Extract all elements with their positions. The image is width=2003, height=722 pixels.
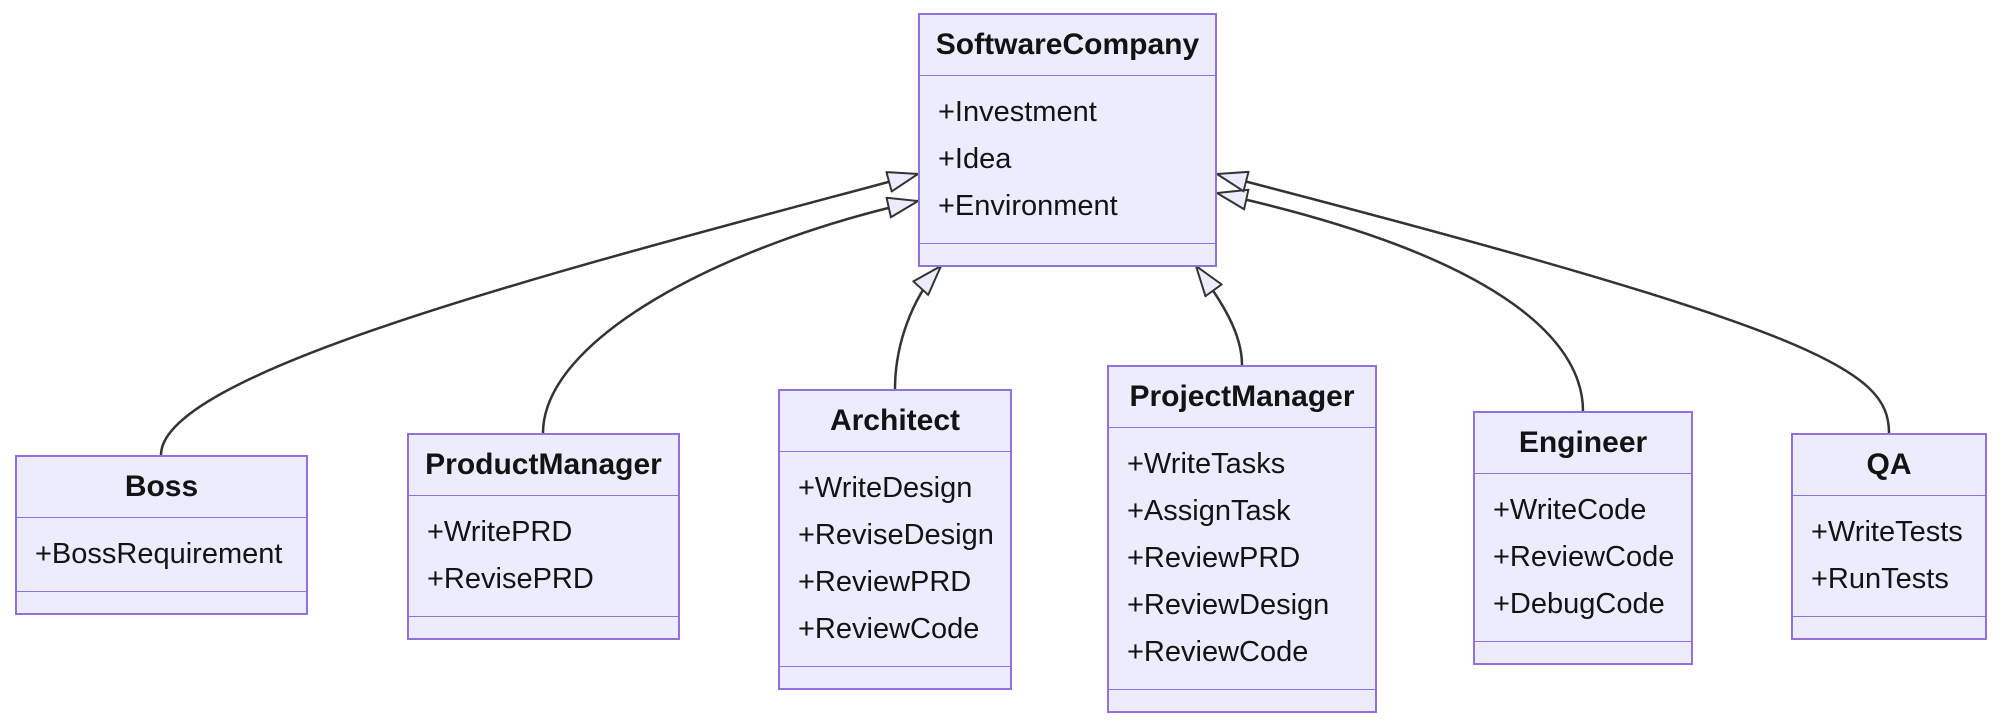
class-title-boss: Boss xyxy=(124,470,199,503)
edge-productmanager-inherits-softwarecompany xyxy=(541,201,918,434)
class-attr: +RevisePRD xyxy=(427,563,594,595)
class-attr: +ReviewCode xyxy=(1127,636,1309,668)
edge-engineer-inherits-softwarecompany xyxy=(1217,193,1585,412)
class-attr: +WriteCode xyxy=(1493,494,1647,526)
class-attr: +AssignTask xyxy=(1127,495,1291,527)
edge-boss-inherits-softwarecompany xyxy=(159,174,918,456)
class-methods-engineer xyxy=(1475,642,1691,663)
edge-projectmanager-inherits-softwarecompany xyxy=(1196,266,1244,366)
class-attr: +ReviewPRD xyxy=(798,566,972,598)
class-attr: +ReviewCode xyxy=(1493,541,1675,573)
class-attr: +Environment xyxy=(938,190,1118,222)
class-attr: +BossRequirement xyxy=(35,538,283,570)
class-attrs-engineer: +WriteCode +ReviewCode +DebugCode xyxy=(1475,473,1691,642)
class-title-softwarecompany: SoftwareCompany xyxy=(935,28,1200,61)
class-attrs-qa: +WriteTests +RunTests xyxy=(1793,495,1985,617)
class-node-projectmanager: ProjectManager +WriteTasks +AssignTask +… xyxy=(1107,365,1377,713)
class-node-architect: Architect +WriteDesign +ReviseDesign +Re… xyxy=(778,389,1012,690)
class-attr: +ReviewCode xyxy=(798,613,980,645)
class-methods-boss xyxy=(17,592,306,613)
class-node-boss: Boss +BossRequirement xyxy=(15,455,308,615)
class-attr: +RunTests xyxy=(1811,563,1949,595)
class-node-softwarecompany: SoftwareCompany +Investment +Idea +Envir… xyxy=(918,13,1217,267)
class-attr: +ReviseDesign xyxy=(798,519,994,551)
class-attr: +DebugCode xyxy=(1493,588,1665,620)
class-node-engineer: Engineer +WriteCode +ReviewCode +DebugCo… xyxy=(1473,411,1693,665)
class-attr: +WriteTests xyxy=(1811,516,1963,548)
edge-architect-inherits-softwarecompany xyxy=(893,266,941,390)
class-attrs-softwarecompany: +Investment +Idea +Environment xyxy=(920,75,1215,244)
class-title-engineer: Engineer xyxy=(1518,426,1648,459)
class-node-qa: QA +WriteTests +RunTests xyxy=(1791,433,1987,640)
class-attr: +WriteDesign xyxy=(798,472,973,504)
class-attr: +ReviewDesign xyxy=(1127,589,1330,621)
class-attr: +WriteTasks xyxy=(1127,448,1286,480)
class-methods-qa xyxy=(1793,617,1985,638)
class-attrs-architect: +WriteDesign +ReviseDesign +ReviewPRD +R… xyxy=(780,451,1010,667)
class-attrs-projectmanager: +WriteTasks +AssignTask +ReviewPRD +Revi… xyxy=(1109,427,1375,690)
class-attr: +Idea xyxy=(938,143,1012,175)
class-methods-softwarecompany xyxy=(920,244,1215,265)
class-title-architect: Architect xyxy=(829,404,961,437)
class-attr: +ReviewPRD xyxy=(1127,542,1301,574)
class-title-qa: QA xyxy=(1866,448,1912,481)
class-title-productmanager: ProductManager xyxy=(425,448,662,481)
class-attrs-productmanager: +WritePRD +RevisePRD xyxy=(409,495,678,617)
class-attrs-boss: +BossRequirement xyxy=(17,517,306,592)
class-methods-architect xyxy=(780,667,1010,688)
class-methods-productmanager xyxy=(409,617,678,638)
class-attr: +WritePRD xyxy=(427,516,573,548)
class-attr: +Investment xyxy=(938,96,1097,128)
class-title-projectmanager: ProjectManager xyxy=(1129,380,1355,413)
class-node-productmanager: ProductManager +WritePRD +RevisePRD xyxy=(407,433,680,640)
edge-qa-inherits-softwarecompany xyxy=(1217,174,1891,434)
class-methods-projectmanager xyxy=(1109,690,1375,711)
